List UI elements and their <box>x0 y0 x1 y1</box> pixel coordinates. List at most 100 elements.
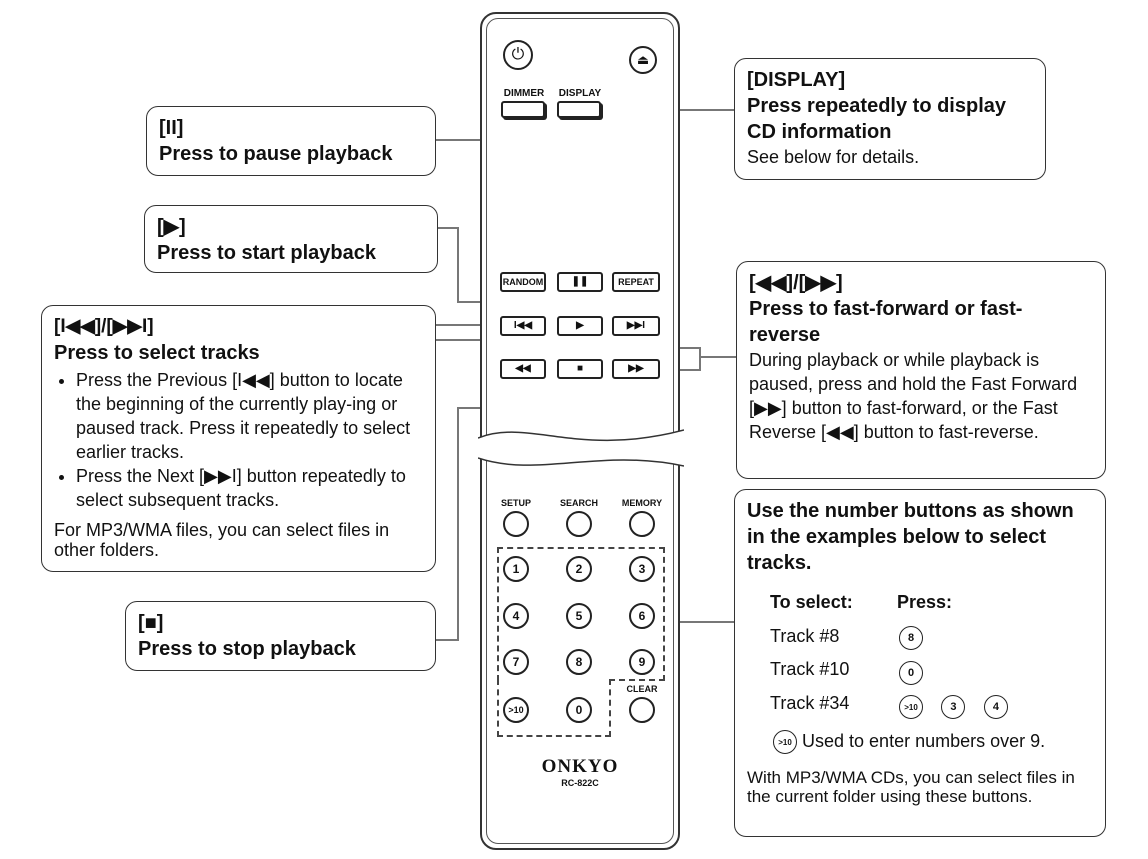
key-over10-legend: >10 <box>773 730 797 754</box>
number-button-3[interactable]: 3 <box>629 556 655 582</box>
play-button[interactable]: ▶ <box>557 316 603 336</box>
random-button[interactable]: RANDOM <box>500 272 546 292</box>
number-region-step <box>609 679 665 681</box>
number-button-8[interactable]: 8 <box>566 649 592 675</box>
clear-button[interactable] <box>629 697 655 723</box>
display-callout-title-2: CD information <box>747 121 892 143</box>
brand-logo: ONKYO <box>541 756 619 777</box>
tracks-callout: [I◀◀]/[▶▶I] Press to select tracks Press… <box>41 305 436 572</box>
number-buttons-region-lower <box>497 679 611 737</box>
pause-callout: [II] Press to pause playback <box>146 106 436 176</box>
search-label: SEARCH <box>559 498 598 508</box>
power-button[interactable]: ⏻ <box>503 40 533 70</box>
play-icon: ▶ <box>576 320 584 331</box>
numbers-callout-title: Use the number buttons as shown in the e… <box>747 500 1074 574</box>
number-label: 8 <box>575 655 583 669</box>
display-label: DISPLAY <box>558 88 602 99</box>
search-button[interactable] <box>566 511 592 537</box>
key-over10: >10 <box>899 695 923 719</box>
number-label: 5 <box>575 609 583 623</box>
play-callout-title: Press to start playback <box>157 242 376 264</box>
setup-label: SETUP <box>500 498 531 508</box>
memory-label: MEMORY <box>621 498 663 508</box>
number-label: 0 <box>575 703 583 717</box>
repeat-label: REPEAT <box>618 277 654 287</box>
tracks-callout-list: Press the Previous [I◀◀] button to locat… <box>54 368 423 512</box>
clear-label: CLEAR <box>626 684 658 694</box>
tracks-bullet-previous: Press the Previous [I◀◀] button to locat… <box>76 368 423 464</box>
tracks-bullet-next: Press the Next [▶▶I] button repeatedly t… <box>76 464 423 512</box>
number-label: 1 <box>512 562 520 576</box>
fast-forward-icon: ▶▶ <box>628 363 644 374</box>
row-track-8-keys: 8 <box>899 626 923 650</box>
play-callout: [▶] Press to start playback <box>144 205 438 273</box>
eject-icon: ⏏ <box>636 52 650 67</box>
next-button[interactable]: ▶▶I <box>612 316 660 336</box>
number-button-7[interactable]: 7 <box>503 649 529 675</box>
model-number: RC-822C <box>561 778 599 788</box>
fast-reverse-button[interactable]: ◀◀ <box>500 359 546 379</box>
setup-button[interactable] <box>503 511 529 537</box>
number-button-9[interactable]: 9 <box>629 649 655 675</box>
pause-button[interactable]: ❚❚ <box>557 272 603 292</box>
memory-button[interactable] <box>629 511 655 537</box>
previous-button[interactable]: I◀◀ <box>500 316 546 336</box>
random-label: RANDOM <box>502 277 544 287</box>
display-callout-text: See below for details. <box>747 147 920 167</box>
display-callout: [DISPLAY] Press repeatedly to display CD… <box>734 58 1046 180</box>
remote-break <box>478 429 684 467</box>
fast-callout-text: During playback or while playback is pau… <box>749 350 1078 442</box>
fast-callout-title: Press to fast-forward or fast-reverse <box>749 298 1023 346</box>
col-press-header: Press: <box>897 592 953 612</box>
number-buttons-region <box>497 547 665 681</box>
number-label: 7 <box>512 655 520 669</box>
row-track-8: Track #8 <box>770 626 840 646</box>
display-callout-title-1: Press repeatedly to display <box>747 95 1007 117</box>
number-button-over10[interactable]: >10 <box>503 697 529 723</box>
fast-callout-key: [◀◀]/[▶▶] <box>749 272 843 294</box>
row-track-34-keys: >10 3 4 <box>899 695 1008 719</box>
pause-icon: ❚❚ <box>571 276 589 287</box>
over9-row: >10 Used to enter numbers over 9. <box>773 730 1045 754</box>
number-label: 2 <box>575 562 583 576</box>
over9-text: Used to enter numbers over 9. <box>802 730 1046 751</box>
number-label: 9 <box>638 655 646 669</box>
stop-button[interactable]: ■ <box>557 359 603 379</box>
eject-button[interactable]: ⏏ <box>629 46 657 74</box>
number-label: >10 <box>508 705 524 715</box>
stop-callout: [■] Press to stop playback <box>125 601 436 671</box>
row-track-10: Track #10 <box>770 659 850 679</box>
col-select-header: To select: <box>770 592 853 612</box>
number-button-6[interactable]: 6 <box>629 603 655 629</box>
remote-control-outline <box>486 18 674 844</box>
numbers-callout-note: With MP3/WMA CDs, you can select files i… <box>747 768 1075 806</box>
display-button[interactable] <box>557 101 601 118</box>
fast-forward-button[interactable]: ▶▶ <box>612 359 660 379</box>
stop-icon: ■ <box>576 363 584 374</box>
dimmer-button[interactable] <box>501 101 545 118</box>
number-button-1[interactable]: 1 <box>503 556 529 582</box>
number-button-4[interactable]: 4 <box>503 603 529 629</box>
key-4: 4 <box>983 695 1008 719</box>
row-track-10-keys: 0 <box>899 661 923 685</box>
play-callout-key: [▶] <box>157 216 186 238</box>
display-callout-key: [DISPLAY] <box>747 69 846 91</box>
key-3: 3 <box>941 695 966 719</box>
previous-icon: I◀◀ <box>513 320 533 331</box>
stop-callout-key: [■] <box>138 612 164 634</box>
number-button-2[interactable]: 2 <box>566 556 592 582</box>
number-label: 4 <box>512 609 520 623</box>
number-button-5[interactable]: 5 <box>566 603 592 629</box>
repeat-button[interactable]: REPEAT <box>612 272 660 292</box>
key-8: 8 <box>899 626 923 650</box>
number-label: 3 <box>638 562 646 576</box>
number-button-0[interactable]: 0 <box>566 697 592 723</box>
tracks-callout-key: [I◀◀]/[▶▶I] <box>54 316 154 337</box>
numbers-callout: Use the number buttons as shown in the e… <box>734 489 1106 837</box>
dimmer-label: DIMMER <box>503 88 545 99</box>
power-icon: ⏻ <box>511 46 525 63</box>
number-label: 6 <box>638 609 646 623</box>
fast-reverse-icon: ◀◀ <box>515 363 531 374</box>
fast-callout: [◀◀]/[▶▶] Press to fast-forward or fast-… <box>736 261 1106 479</box>
pause-callout-title: Press to pause playback <box>159 143 393 165</box>
